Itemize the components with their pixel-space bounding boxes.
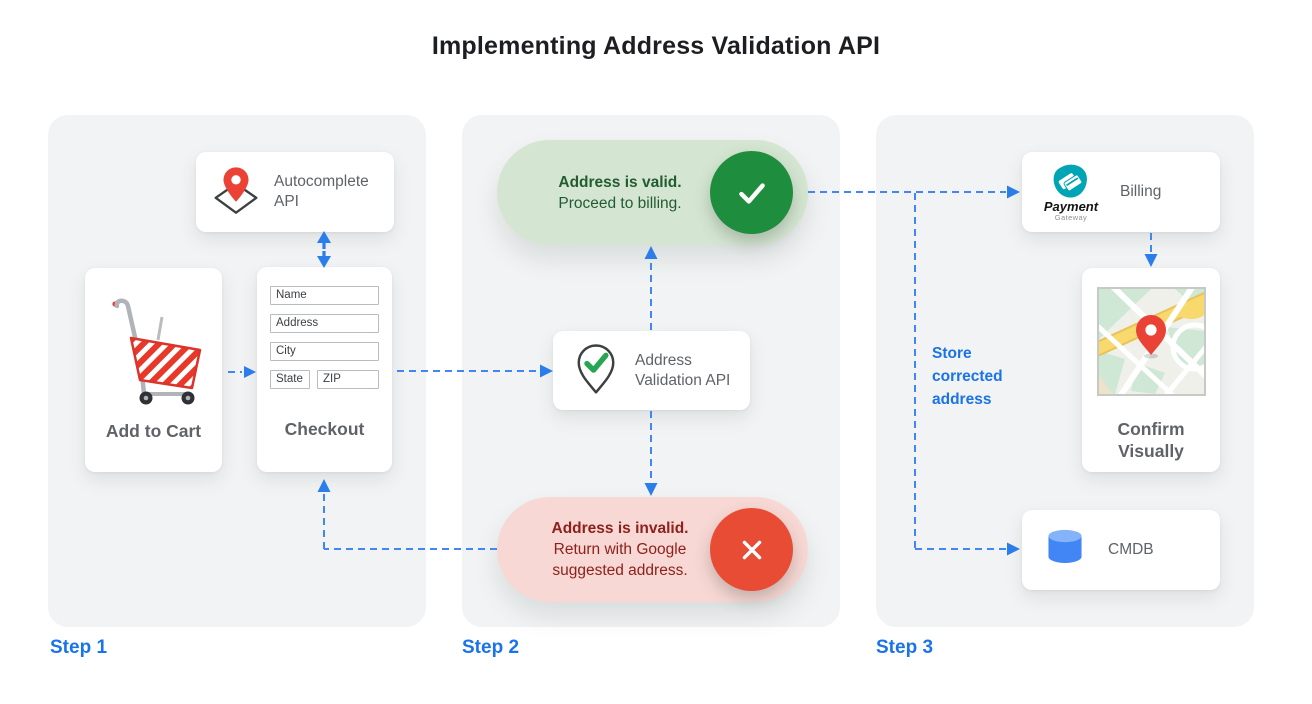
x-circle-icon: [710, 508, 793, 591]
invalid-result-subtitle: Return with Google suggested address.: [552, 541, 688, 579]
address-valid-result-pill: Address is valid. Proceed to billing.: [497, 140, 808, 245]
address-validation-api-label: Address Validation API: [635, 351, 731, 389]
invalid-result-title: Address is invalid.: [551, 520, 689, 537]
confirm-visually-card: Confirm Visually: [1076, 268, 1220, 472]
valid-result-title: Address is valid.: [558, 173, 682, 191]
map-pin-diamond-icon: [211, 165, 261, 220]
billing-label: Billing: [1120, 183, 1162, 200]
autocomplete-api-label: Autocomplete API: [274, 173, 369, 210]
map-pin-icon: [1135, 315, 1166, 359]
confirm-visually-label: Confirm Visually: [1117, 419, 1185, 461]
step-1-label: Step 1: [50, 637, 108, 658]
step-3-label: Step 3: [876, 637, 934, 658]
payment-logo-subtext: Gateway: [1054, 212, 1088, 222]
add-to-cart-label: Add to Cart: [105, 421, 202, 441]
checkout-field-address: Address: [270, 314, 379, 333]
address-validation-api-card: Address Validation API: [553, 331, 750, 410]
payment-logo-text: Payment: [1043, 198, 1099, 214]
billing-card: Payment Gateway Billing: [1022, 152, 1220, 232]
add-to-cart-card: Add to Cart: [85, 268, 222, 472]
cmdb-card: CMDB: [1022, 510, 1220, 590]
checkout-field-zip: ZIP: [317, 370, 379, 389]
checkout-card: Name Address City State ZIP Checkout: [257, 267, 392, 472]
store-corrected-address-note: Store corrected address: [932, 345, 1003, 408]
map-pin-check-icon: [573, 342, 619, 400]
checkout-field-state: State: [270, 370, 310, 389]
checkout-label: Checkout: [284, 419, 365, 439]
valid-result-subtitle: Proceed to billing.: [558, 194, 682, 212]
autocomplete-api-card: Autocomplete API: [196, 152, 394, 232]
map-thumbnail-image: [1076, 280, 1219, 403]
page-title: Implementing Address Validation API: [431, 32, 881, 60]
cmdb-label: CMDB: [1108, 541, 1154, 558]
database-icon: [1042, 526, 1088, 574]
checkout-field-name: Name: [270, 286, 379, 305]
payment-gateway-logo-icon: Payment Gateway: [1040, 163, 1102, 222]
address-invalid-result-pill: Address is invalid. Return with Google s…: [497, 497, 808, 602]
check-circle-icon: [710, 151, 793, 234]
step-2-label: Step 2: [462, 637, 520, 658]
shopping-cart-icon: [104, 294, 204, 411]
checkout-field-city: City: [270, 342, 379, 361]
